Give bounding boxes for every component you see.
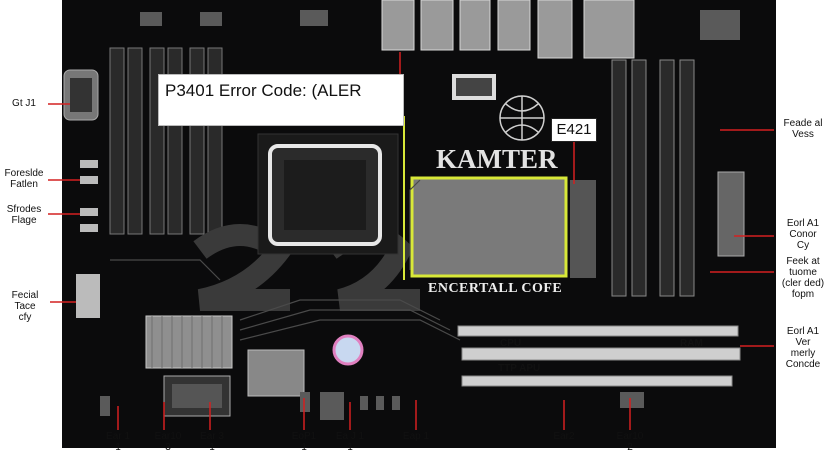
left-headers xyxy=(76,160,100,318)
small-components xyxy=(100,10,740,420)
bottom-chip xyxy=(163,375,231,417)
grey-chip xyxy=(247,349,305,397)
right-memory-slots xyxy=(611,59,695,297)
chipset xyxy=(403,116,596,280)
header-connector xyxy=(452,74,496,100)
heatsink xyxy=(145,315,233,369)
callout-bottom-5: Ea J 1 1 xyxy=(335,431,365,453)
callout-lines xyxy=(48,52,774,430)
callout-bottom-2: Ear10 3 xyxy=(154,431,182,453)
top-io-ports xyxy=(381,0,635,59)
error-banner: P3401 Error Code: (ALER xyxy=(158,74,404,126)
callout-bottom-6: Eap 1 xyxy=(402,431,430,442)
callout-left-4: Fecial Tace cfy xyxy=(11,290,39,323)
callout-left-2: Foreslde Fatlen xyxy=(4,168,44,190)
side-connector xyxy=(717,171,745,257)
callout-bottom-1: Ear 1 1 xyxy=(106,431,130,453)
callout-bottom-7: Ear2 xyxy=(553,431,575,442)
error-code-box: E421 xyxy=(551,118,597,142)
error-banner-text: P3401 Error Code: (ALER xyxy=(165,81,362,100)
expansion-slots xyxy=(457,325,741,387)
slot-label-tip: TTP APU xyxy=(498,363,541,374)
round-component xyxy=(332,334,364,366)
callout-right-1: Feade al Vess xyxy=(783,118,823,140)
callout-right-3: Feek at tuome (cler ded) fopm xyxy=(781,256,825,300)
callout-bottom-4: EoP1 1 xyxy=(291,431,317,453)
callout-left-3: Sfrodes Flage xyxy=(6,204,42,226)
brand-label: KAMTER xyxy=(436,144,558,174)
slot-label-cpu: CPU xyxy=(500,338,522,349)
callout-left-1: Gt J1 xyxy=(12,98,36,109)
callout-right-4: Eorl A1 Ver merly Concde xyxy=(785,326,821,370)
chip-label: ENCERTALL COFE xyxy=(428,281,563,296)
callout-bottom-3: Ear 3 1 xyxy=(200,431,224,453)
callout-right-2: Eorl A1 Conor Cy xyxy=(786,218,820,251)
slot-label-ram: RAM xyxy=(680,338,703,349)
callout-bottom-8: Ear10 2 xyxy=(616,431,644,453)
circuit-traces xyxy=(110,179,461,341)
cpu-socket xyxy=(257,133,399,255)
serial-connector xyxy=(63,69,99,121)
globe-emblem xyxy=(499,95,545,141)
